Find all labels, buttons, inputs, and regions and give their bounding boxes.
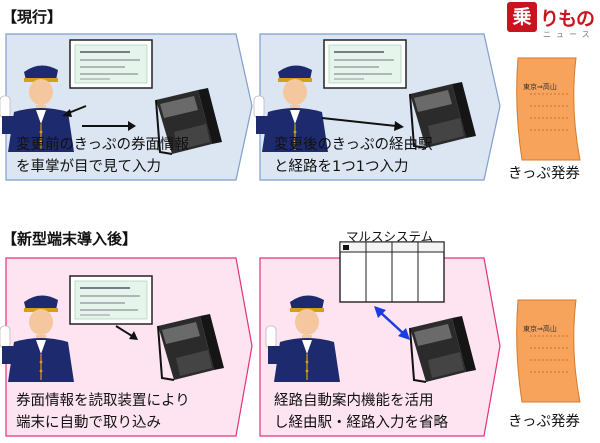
caption-line: 経路自動案内機能を活用 [274,393,434,409]
ticket-route-top: 東京⇒高山 [523,83,557,91]
section-title-new-terminal: 【新型端末導入後】 [2,230,138,248]
caption-line: と経路を1つ1つ入力 [274,159,409,175]
ticket-issue-label-bottom: きっぷ発券 [508,414,580,430]
mars-system-label: マルスシステム [346,229,434,244]
norimono-news-logo: 乗 りもの ニュース [507,2,599,44]
logo-mark: 乗 [507,2,537,32]
section-title-current: 【現行】 [2,8,63,26]
caption-current-panel2: 変更後のきっぷの経由駅 と経路を1つ1つ入力 [274,134,432,178]
caption-line: 変更前のきっぷの券面情報 [16,137,189,153]
caption-line: 端末に自動で取り込み [16,415,161,431]
caption-new-panel2: 経路自動案内機能を活用 し経由駅・経路入力を省略 [274,390,448,434]
ticket-issue-label-top: きっぷ発券 [508,166,580,182]
logo-subtext: ニュース [543,30,595,39]
logo-text: りもの [540,8,595,30]
caption-line: 券面情報を読取装置により [16,393,190,409]
caption-current-panel1: 変更前のきっぷの券面情報 を車掌が目で見て入力 [16,134,189,178]
ticket-route-bottom: 東京⇒高山 [523,325,557,333]
caption-line: 変更後のきっぷの経由駅 [274,137,433,153]
caption-line: し経由駅・経路入力を省略 [274,415,448,431]
caption-new-panel1: 券面情報を読取装置により 端末に自動で取り込み [16,390,190,434]
caption-line: を車掌が目で見て入力 [16,159,161,175]
